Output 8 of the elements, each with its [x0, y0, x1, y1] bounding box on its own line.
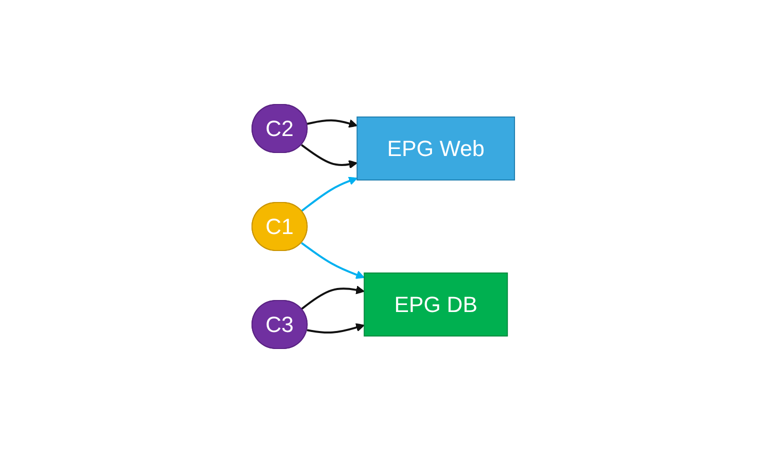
arrow — [307, 119, 358, 128]
arrow — [301, 242, 365, 279]
arrow — [301, 176, 358, 212]
arrow — [301, 144, 358, 169]
arrow — [301, 286, 365, 310]
node-box: EPG DB — [364, 272, 508, 336]
node-box: EPG Web — [356, 116, 516, 180]
arrow — [307, 323, 365, 334]
